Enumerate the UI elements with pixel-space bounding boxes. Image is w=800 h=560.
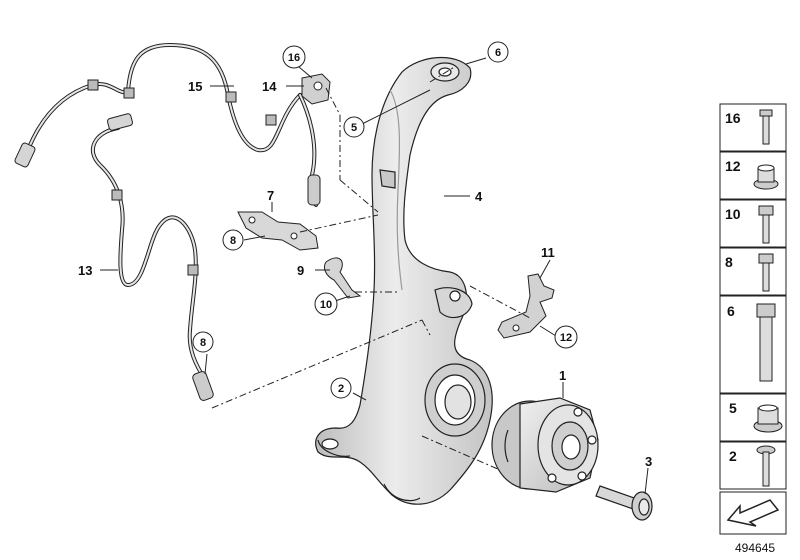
circled-callout-8a: 8 bbox=[222, 229, 244, 251]
callouts: 1 2 3 4 5 6 7 8 8 9 10 11 bbox=[78, 41, 652, 469]
callout-1: 1 bbox=[559, 368, 566, 383]
callout-9: 9 bbox=[297, 263, 304, 278]
screw-icon bbox=[756, 445, 776, 487]
sensor-plug-15 bbox=[14, 79, 321, 206]
callout-2: 2 bbox=[338, 383, 344, 395]
circled-callout-16: 16 bbox=[282, 45, 306, 69]
legend-number-16: 16 bbox=[725, 110, 741, 126]
callout-11: 11 bbox=[541, 245, 555, 260]
document-id: 494645 bbox=[735, 541, 776, 555]
legend-number-10: 10 bbox=[725, 206, 741, 222]
long-bolt-icon bbox=[756, 303, 776, 382]
legend-cell-16: 16 bbox=[719, 103, 787, 152]
legend-number-12: 12 bbox=[725, 158, 741, 174]
callout-6: 6 bbox=[495, 47, 501, 59]
callout-10: 10 bbox=[320, 299, 332, 311]
legend-cell-8: 8 bbox=[719, 247, 787, 296]
arrow-stamp-cell bbox=[719, 491, 787, 535]
legend-number-2: 2 bbox=[729, 448, 737, 464]
legend-cell-6: 6 bbox=[719, 295, 787, 394]
legend-cell-10: 10 bbox=[719, 199, 787, 248]
wheel-hub-1 bbox=[491, 397, 599, 493]
legend-number-5: 5 bbox=[729, 400, 737, 416]
legend-cell-5: 5 bbox=[719, 393, 787, 442]
callout-14: 14 bbox=[262, 79, 277, 94]
circled-callout-2: 2 bbox=[330, 377, 352, 399]
circled-callout-10: 10 bbox=[314, 292, 338, 316]
leader-lines bbox=[100, 57, 649, 495]
circled-callout-8b: 8 bbox=[192, 331, 214, 353]
legend-cell-12: 12 bbox=[719, 151, 787, 200]
circled-callout-5: 5 bbox=[343, 116, 365, 138]
circled-callout-6: 6 bbox=[487, 41, 509, 63]
legend-cell-2: 2 bbox=[719, 441, 787, 490]
hex-nut-icon bbox=[753, 404, 783, 433]
sensor-cable-13 bbox=[90, 126, 207, 382]
circled-callout-12: 12 bbox=[554, 325, 578, 349]
hub-bolt-3 bbox=[595, 485, 653, 521]
callout-12: 12 bbox=[560, 332, 572, 344]
legend-number-8: 8 bbox=[725, 254, 733, 270]
callout-8b: 8 bbox=[200, 337, 206, 349]
cable-bracket-7 bbox=[237, 211, 319, 251]
callout-13: 13 bbox=[78, 263, 92, 278]
arrow-stamp-icon bbox=[726, 499, 780, 527]
flange-nut-icon bbox=[753, 164, 779, 190]
callout-5: 5 bbox=[351, 122, 357, 134]
callout-7: 7 bbox=[267, 188, 274, 203]
callout-4: 4 bbox=[475, 189, 483, 204]
steering-knuckle-4 bbox=[315, 57, 493, 505]
hex-bolt-icon bbox=[758, 205, 774, 244]
callout-8a: 8 bbox=[230, 235, 236, 247]
torx-bolt-icon bbox=[759, 109, 773, 145]
callout-15: 15 bbox=[188, 79, 202, 94]
cable-bracket-14 bbox=[301, 73, 331, 105]
bracket-11 bbox=[497, 273, 555, 339]
sensor-plug-13 bbox=[107, 113, 214, 401]
assembly-lines bbox=[211, 65, 531, 471]
callout-3: 3 bbox=[645, 454, 652, 469]
legend-number-6: 6 bbox=[727, 303, 735, 319]
flange-bolt-icon bbox=[758, 253, 774, 292]
callout-16: 16 bbox=[288, 52, 300, 64]
fastener-legend: 16 12 10 8 bbox=[719, 103, 787, 535]
cable-clip-9 bbox=[323, 257, 362, 299]
